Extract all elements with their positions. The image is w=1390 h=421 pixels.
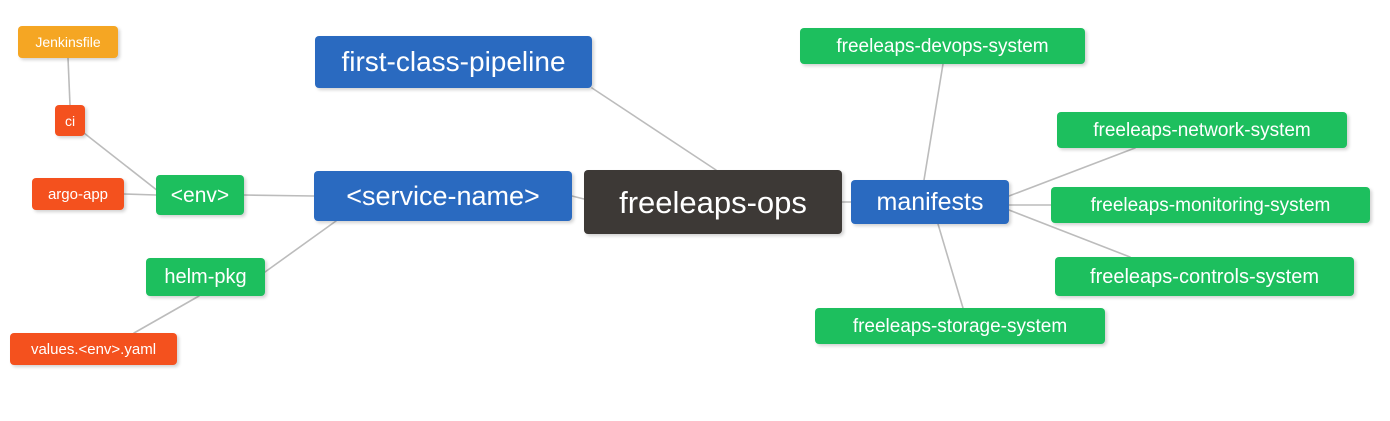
- node-label-helm-pkg: helm-pkg: [164, 266, 247, 288]
- node-values-yaml[interactable]: values.<env>.yaml: [10, 333, 177, 365]
- node-storage-system[interactable]: freeleaps-storage-system: [815, 308, 1105, 344]
- node-jenkinsfile[interactable]: Jenkinsfile: [18, 26, 118, 58]
- edge-env-to-service-name: [243, 194, 315, 197]
- node-service-name[interactable]: <service-name>: [314, 171, 572, 221]
- edge-service-name-to-helm-pkg: [264, 220, 337, 273]
- node-label-freeleaps-ops: freeleaps-ops: [619, 184, 807, 220]
- node-label-argo-app: argo-app: [47, 185, 109, 203]
- node-label-devops-system: freeleaps-devops-system: [836, 35, 1049, 57]
- node-devops-system[interactable]: freeleaps-devops-system: [800, 28, 1085, 64]
- node-manifests[interactable]: manifests: [851, 180, 1009, 224]
- node-label-manifests: manifests: [876, 187, 984, 216]
- edge-jenkinsfile-to-ci: [67, 57, 71, 106]
- node-label-storage-system: freeleaps-storage-system: [852, 315, 1068, 337]
- node-freeleaps-ops[interactable]: freeleaps-ops: [584, 170, 842, 234]
- node-label-env: <env>: [170, 183, 230, 207]
- node-label-values-yaml: values.<env>.yaml: [30, 340, 157, 358]
- node-label-ci: ci: [64, 112, 76, 129]
- node-monitoring-system[interactable]: freeleaps-monitoring-system: [1051, 187, 1370, 223]
- node-label-jenkinsfile: Jenkinsfile: [35, 34, 101, 50]
- node-label-monitoring-system: freeleaps-monitoring-system: [1090, 194, 1331, 216]
- node-env[interactable]: <env>: [156, 175, 244, 215]
- edge-service-name-to-freeleaps-ops: [571, 195, 585, 200]
- node-label-controls-system: freeleaps-controls-system: [1090, 265, 1319, 288]
- node-label-network-system: freeleaps-network-system: [1093, 119, 1311, 141]
- edge-first-class-pipeline-to-freeleaps-ops: [591, 87, 717, 171]
- node-network-system[interactable]: freeleaps-network-system: [1057, 112, 1347, 148]
- node-helm-pkg[interactable]: helm-pkg: [146, 258, 265, 296]
- node-first-class-pipeline[interactable]: first-class-pipeline: [315, 36, 592, 88]
- node-label-first-class-pipeline: first-class-pipeline: [341, 46, 566, 77]
- edge-argo-app-to-env: [123, 193, 157, 196]
- edge-helm-pkg-to-values-yaml: [133, 295, 200, 334]
- node-controls-system[interactable]: freeleaps-controls-system: [1055, 257, 1354, 296]
- node-label-service-name: <service-name>: [346, 180, 540, 211]
- node-argo-app[interactable]: argo-app: [32, 178, 124, 210]
- edge-manifests-to-storage-system: [937, 223, 964, 309]
- edge-manifests-to-devops-system: [923, 63, 944, 181]
- node-ci[interactable]: ci: [55, 105, 85, 136]
